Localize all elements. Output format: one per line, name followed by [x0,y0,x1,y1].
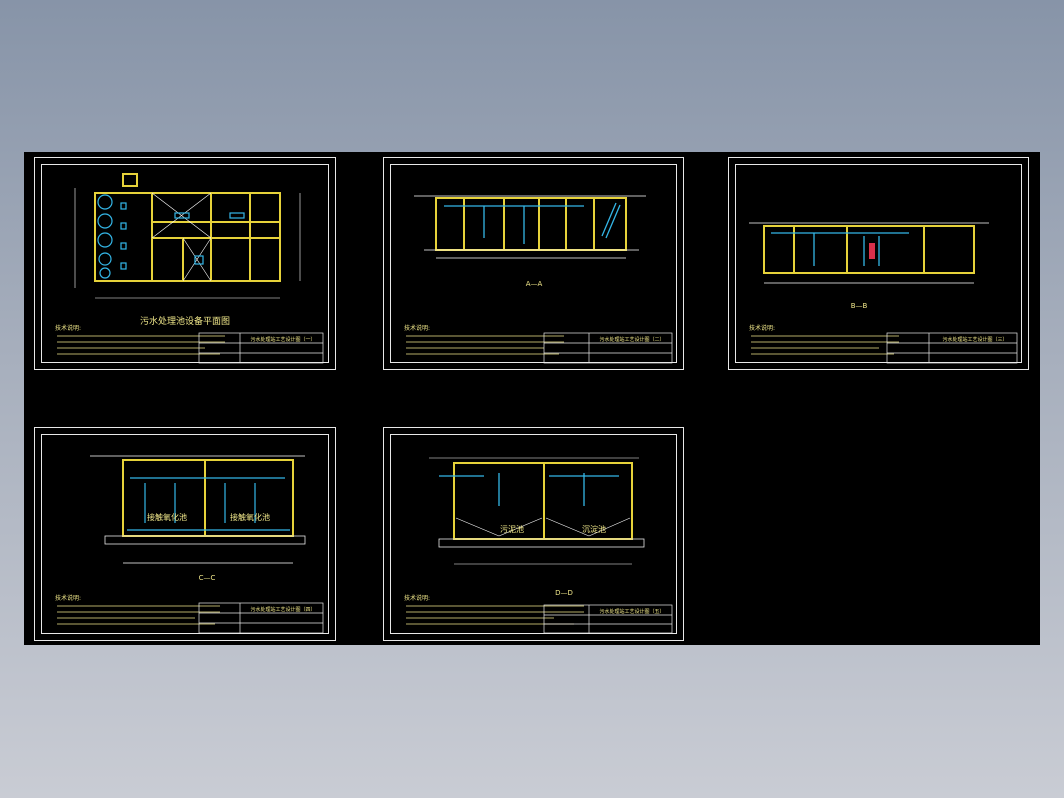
drawing-sheet-1: 污水处理池设备平面图 技术说明: 污水处理站工艺设计图（一） [34,157,336,370]
tank-label-sedimentation: 沉淀池 [582,524,606,534]
sheet-5-title-block: 污水处理站工艺设计图（五） [599,608,664,615]
tank-label-sludge: 污泥池 [500,524,524,534]
sheet-frame [390,434,677,634]
sheet-frame [390,164,677,363]
cad-drawing-canvas: 污水处理池设备平面图 技术说明: 污水处理站工艺设计图（一） [24,152,1040,645]
tank-label-1: 接触氧化池 [147,512,187,522]
sheet-2-notes-heading: 技术说明: [404,324,430,332]
section-b-drawing: B—B 技术说明: 污水处理站工艺设计图（三） [749,222,1018,364]
sheet-3-notes-heading: 技术说明: [749,324,775,332]
sheet-1-notes-heading: 技术说明: [55,324,81,332]
sheet-3-title-block: 污水处理站工艺设计图（三） [942,336,1007,343]
sheet-frame [41,434,329,634]
sheet-2-title: A—A [526,280,543,288]
section-c-drawing: 接触氧化池 接触氧化池 C—C 技术说明: 污水处理站工艺设计图（四） [55,455,324,634]
sheet-1-title: 污水处理池设备平面图 [140,315,230,327]
drawing-sheet-4: 接触氧化池 接触氧化池 C—C 技术说明: 污水处理站工艺设计图（四） [34,427,336,641]
sheet-4-title: C—C [199,574,216,582]
drawing-sheet-5: 污泥池 沉淀池 D—D 技术说明: 污水处理站工艺设计图（五） [383,427,684,641]
plan-drawing: 污水处理池设备平面图 技术说明: 污水处理站工艺设计图（一） [55,173,324,364]
drawing-sheet-2: A—A 技术说明: 污水处理站工艺设计图（二） [383,157,684,370]
sheet-4-notes-heading: 技术说明: [55,594,81,602]
sheet-5-title: D—D [555,589,573,597]
sheet-1-title-block: 污水处理站工艺设计图（一） [250,336,315,343]
sheet-4-title-block: 污水处理站工艺设计图（四） [250,606,315,613]
sheet-2-title-block: 污水处理站工艺设计图（二） [599,336,664,343]
section-a-drawing: A—A 技术说明: 污水处理站工艺设计图（二） [404,195,673,364]
sheet-3-title: B—B [851,302,868,310]
drawing-sheet-3: B—B 技术说明: 污水处理站工艺设计图（三） [728,157,1029,370]
sheet-5-notes-heading: 技术说明: [404,594,430,602]
pump-marker [869,243,875,259]
sheet-frame [735,164,1022,363]
sheet-frame [41,164,329,363]
tank-label-2: 接触氧化池 [230,512,270,522]
section-d-drawing: 污泥池 沉淀池 D—D 技术说明: 污水处理站工艺设计图（五） [404,457,673,634]
